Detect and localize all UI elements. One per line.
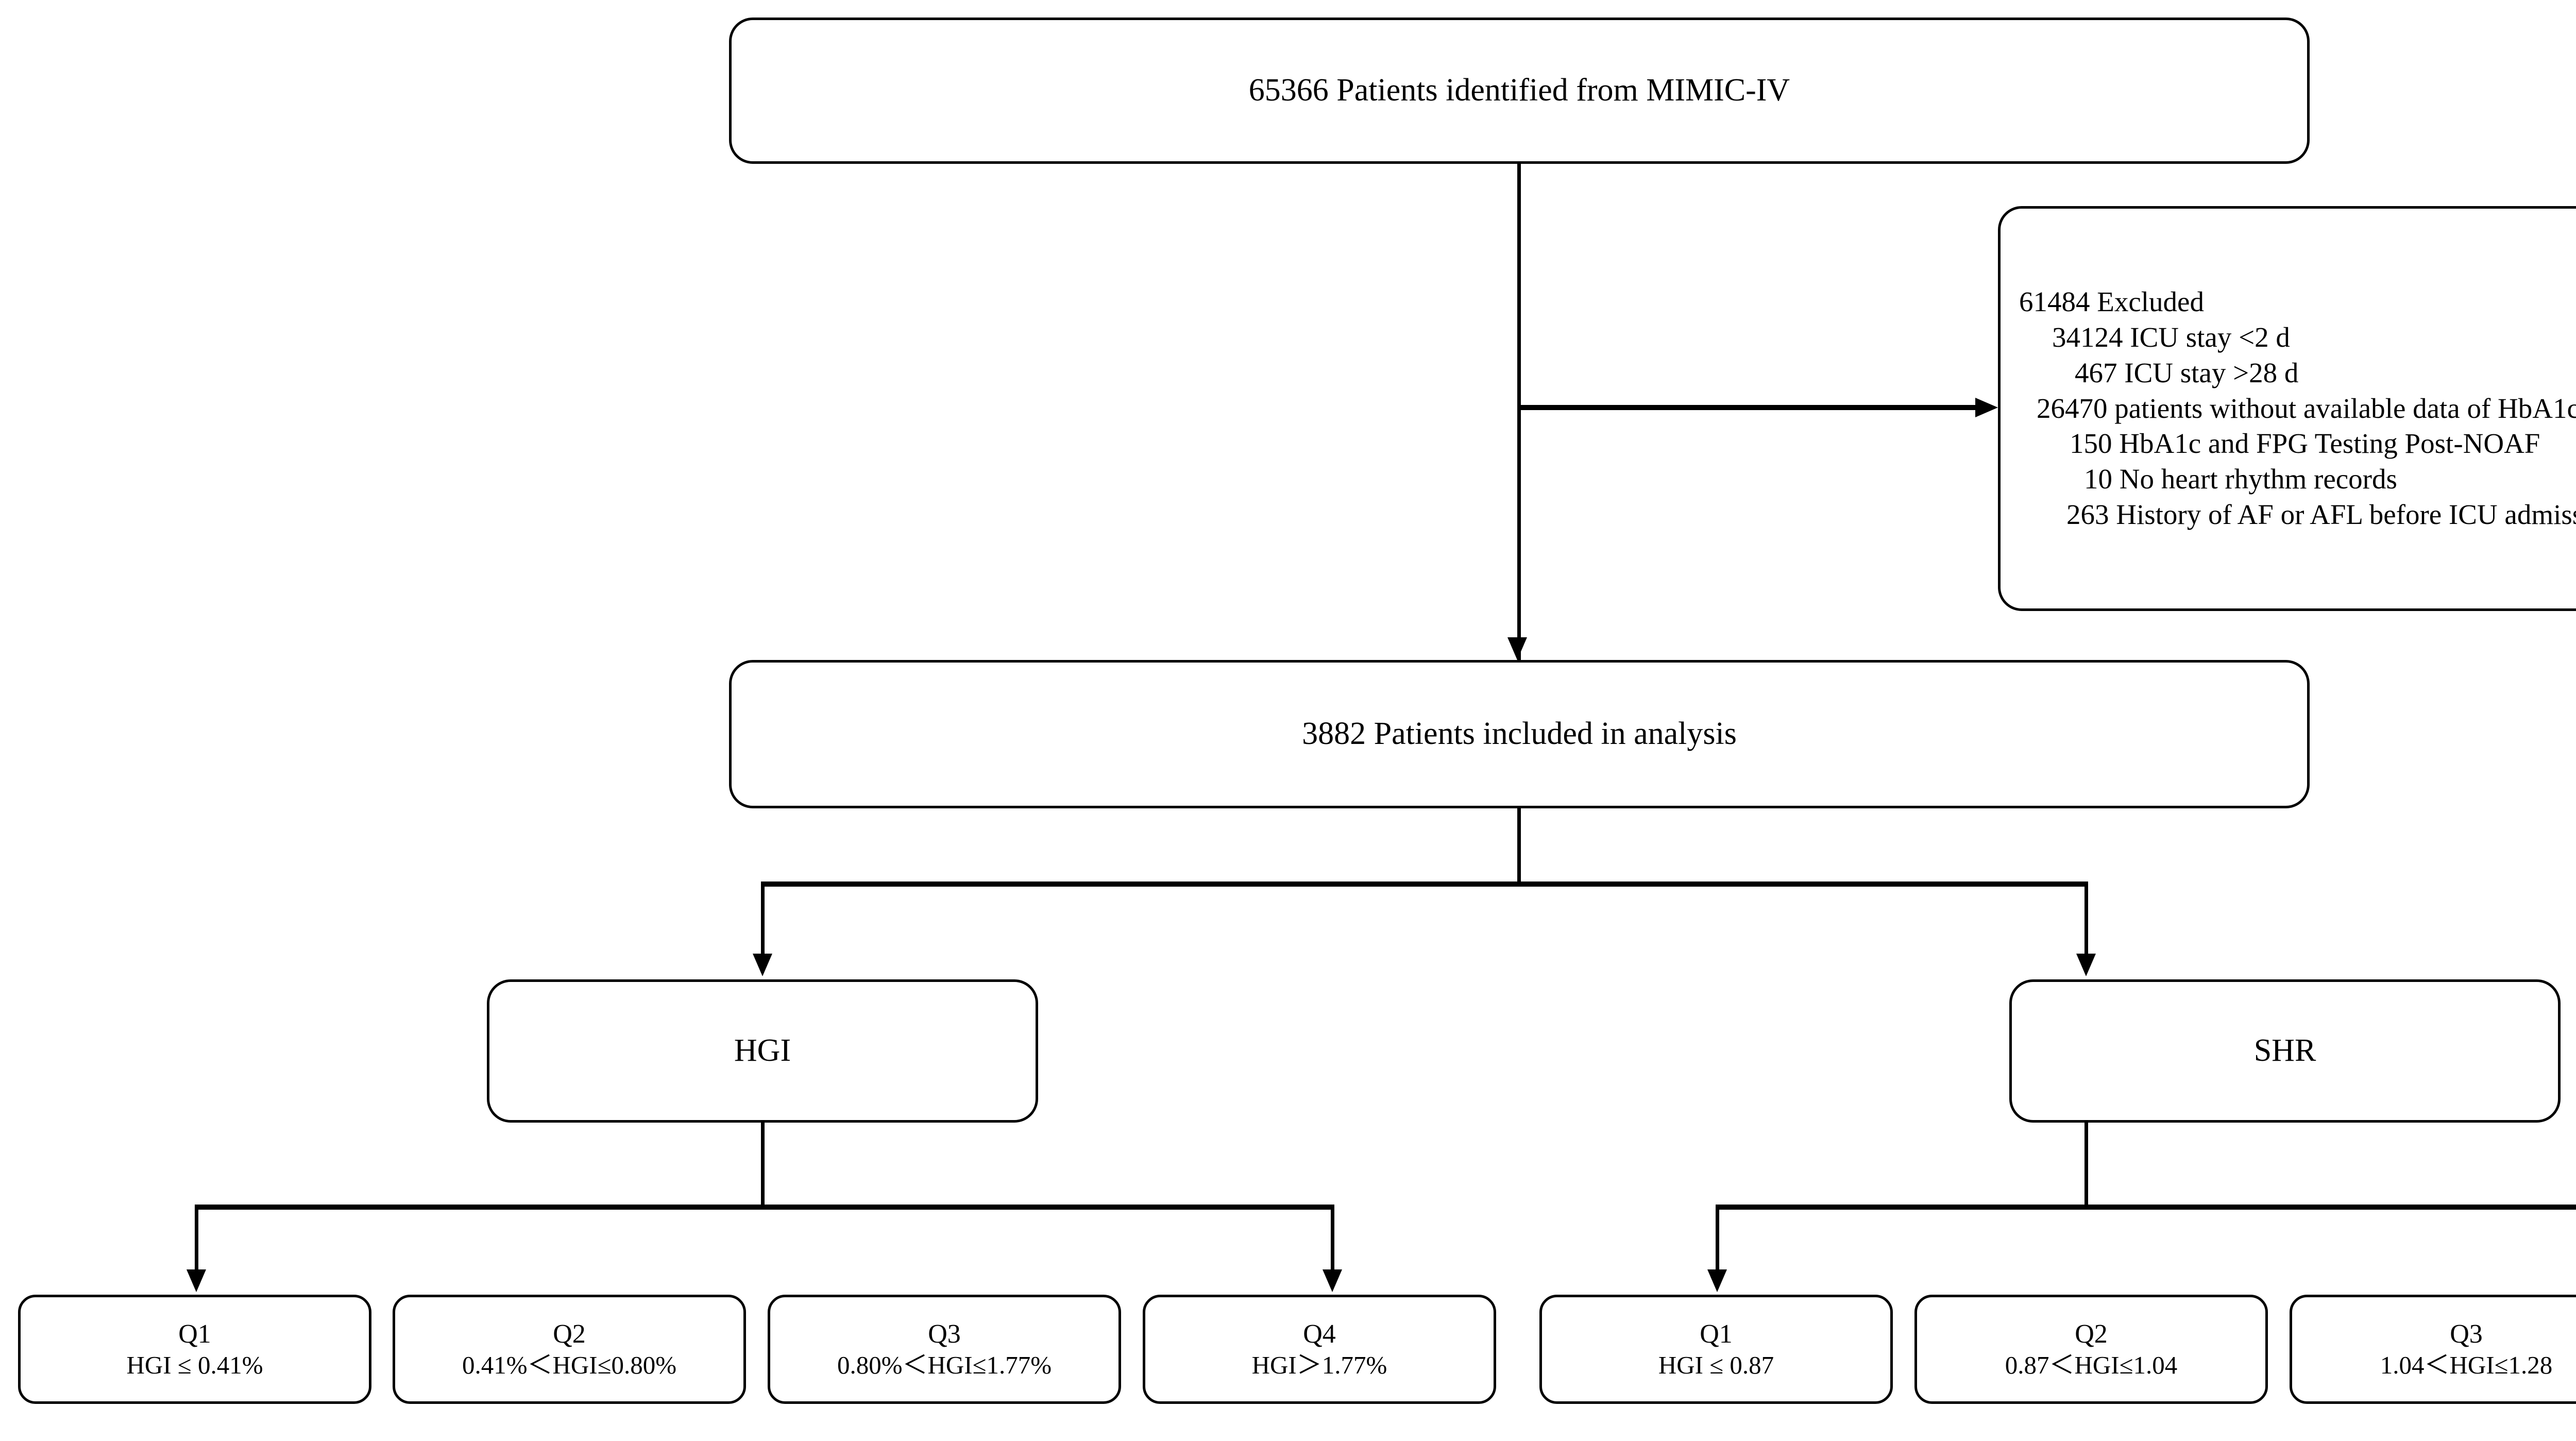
connector-shr-to-q1	[1716, 1205, 1719, 1273]
quartile-box-shr-q3: Q3 1.04＜HGI≤1.28	[2290, 1295, 2576, 1404]
quartile-range: HGI ≤ 0.87	[1658, 1350, 1774, 1379]
arrowhead-right-to-excluded	[1975, 398, 1998, 417]
quartile-box-hgi-q3: Q3 0.80%＜HGI≤1.77%	[768, 1295, 1121, 1404]
excluded-reason-1: 34124 ICU stay <2 d	[2052, 321, 2290, 353]
arrowhead-down-to-shr	[2076, 954, 2096, 976]
node-excluded: 61484 Excluded 34124 ICU stay <2 d 467 I…	[1998, 206, 2576, 611]
connector-included-stem	[1517, 808, 1521, 885]
quartile-title: Q2	[553, 1319, 586, 1349]
node-shr: SHR	[2009, 979, 2561, 1123]
connector-identified-to-included	[1517, 164, 1521, 660]
connector-to-shr	[2084, 881, 2088, 957]
node-patients-identified-label: 65366 Patients identified from MIMIC-IV	[1248, 73, 1790, 108]
quartile-box-shr-q1: Q1 HGI ≤ 0.87	[1539, 1295, 1893, 1404]
excluded-reason-3: 26470 patients without available data of…	[2037, 392, 2576, 424]
quartile-range: 1.04＜HGI≤1.28	[2380, 1350, 2553, 1379]
quartile-title: Q3	[2450, 1319, 2483, 1349]
connector-hgi-stem	[761, 1123, 765, 1208]
excluded-reason-5: 10 No heart rhythm records	[2084, 463, 2397, 495]
connector-shr-stem	[2084, 1123, 2088, 1208]
quartile-title: Q1	[178, 1319, 211, 1349]
quartile-box-hgi-q1: Q1 HGI ≤ 0.41%	[18, 1295, 371, 1404]
connector-hgi-to-q1	[195, 1205, 198, 1273]
quartile-title: Q3	[928, 1319, 961, 1349]
connector-shr-split-bar	[1716, 1205, 2576, 1210]
node-patients-included: 3882 Patients included in analysis	[729, 660, 2310, 808]
quartile-title: Q4	[1303, 1319, 1336, 1349]
arrowhead-down-shr-q1	[1707, 1269, 1727, 1292]
arrowhead-down-to-included	[1507, 637, 1527, 660]
arrowhead-down-hgi-q4	[1323, 1269, 1342, 1292]
arrowhead-down-to-hgi	[753, 954, 772, 976]
quartile-range: 0.87＜HGI≤1.04	[2005, 1350, 2178, 1379]
connector-included-split-bar	[761, 881, 2088, 887]
quartile-range: 0.41%＜HGI≤0.80%	[462, 1350, 677, 1379]
arrowhead-down-hgi-q1	[187, 1269, 206, 1292]
quartile-title: Q2	[2075, 1319, 2108, 1349]
node-shr-label: SHR	[2253, 1033, 2316, 1069]
quartile-box-shr-q2: Q2 0.87＜HGI≤1.04	[1914, 1295, 2268, 1404]
excluded-header: 61484 Excluded	[2019, 286, 2204, 318]
node-patients-included-label: 3882 Patients included in analysis	[1302, 716, 1737, 752]
excluded-reason-4: 150 HbA1c and FPG Testing Post-NOAF	[2070, 428, 2540, 460]
excluded-reason-2: 467 ICU stay >28 d	[2075, 357, 2299, 388]
connector-hgi-to-q4	[1331, 1205, 1334, 1273]
connector-to-excluded	[1517, 405, 1976, 410]
node-patients-identified: 65366 Patients identified from MIMIC-IV	[729, 18, 2310, 164]
quartile-box-hgi-q4: Q4 HGI＞1.77%	[1143, 1295, 1496, 1404]
quartile-title: Q1	[1700, 1319, 1733, 1349]
quartile-box-hgi-q2: Q2 0.41%＜HGI≤0.80%	[393, 1295, 746, 1404]
quartile-range: HGI ≤ 0.41%	[126, 1350, 263, 1379]
node-hgi: HGI	[487, 979, 1038, 1123]
quartile-range: HGI＞1.77%	[1251, 1350, 1387, 1379]
excluded-reason-6: 263 History of AF or AFL before ICU admi…	[2066, 498, 2576, 530]
excluded-reason-list: 61484 Excluded 34124 ICU stay <2 d 467 I…	[2019, 284, 2576, 532]
connector-to-hgi	[761, 881, 765, 957]
node-hgi-label: HGI	[734, 1033, 791, 1069]
connector-hgi-split-bar	[195, 1205, 1334, 1210]
quartile-range: 0.80%＜HGI≤1.77%	[837, 1350, 1052, 1379]
